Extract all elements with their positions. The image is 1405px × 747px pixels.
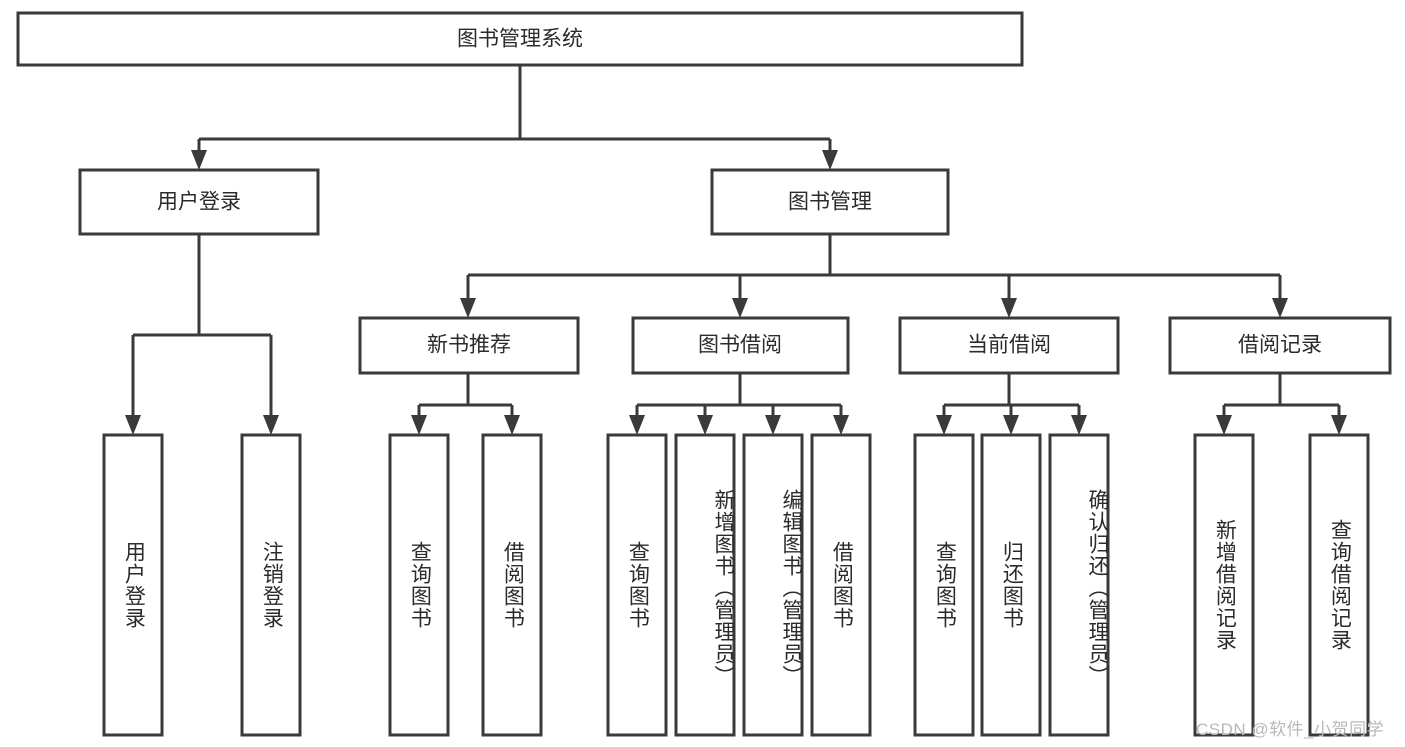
node-book-borrow[interactable]: 图书借阅 [631, 316, 850, 375]
node-leaf-confirm-return-label: 确认归还（管理员） [1086, 489, 1109, 687]
node-leaf-user-login-box[interactable] [102, 433, 164, 737]
node-user-login-label: 用户登录 [157, 191, 241, 214]
node-leaf-borrow-book-1-label: 借阅图书 [501, 541, 525, 629]
node-leaf-query-record-label: 查询借阅记录 [1328, 519, 1352, 651]
node-new-book-recommend-box[interactable] [358, 316, 580, 375]
node-user-login[interactable]: 用户登录 [78, 168, 320, 236]
node-leaf-query-book-1-label: 查询图书 [408, 541, 432, 629]
arrow-to-book-manage [822, 150, 838, 170]
node-leaf-return-book-box[interactable] [980, 433, 1042, 737]
node-borrow-record-box[interactable] [1168, 316, 1392, 375]
arrow-leaf-query-book-1 [411, 415, 427, 435]
arrow-leaf-query-record [1331, 415, 1347, 435]
arrow-leaf-add-record [1216, 415, 1232, 435]
connector-group-current-borrow [936, 373, 1087, 435]
connector-group-new-book-recommend [411, 373, 520, 435]
node-leaf-edit-book-box[interactable] [742, 433, 804, 737]
arrow-leaf-return-book [1003, 415, 1019, 435]
node-leaf-query-record-box[interactable] [1308, 433, 1370, 737]
node-leaf-query-book-1-box[interactable] [388, 433, 450, 737]
node-leaf-query-book-2-box[interactable] [606, 433, 668, 737]
connector-group-book-borrow [629, 373, 849, 435]
node-leaf-add-record-label: 新增借阅记录 [1213, 519, 1237, 651]
node-root-box[interactable] [16, 11, 1024, 67]
connector-group-borrow-record [1216, 373, 1347, 435]
node-leaf-user-logout-box[interactable] [240, 433, 302, 737]
node-leaf-borrow-book-2-box[interactable] [810, 433, 872, 737]
arrow-leaf-confirm-return [1071, 415, 1087, 435]
node-leaf-return-book-label: 归还图书 [1000, 541, 1024, 629]
node-book-manage-box[interactable] [710, 168, 950, 236]
arrow-leaf-borrow-book-2 [833, 415, 849, 435]
connector-group-book-manage [460, 234, 1288, 318]
node-leaf-query-book-3-label: 查询图书 [933, 541, 957, 629]
node-leaf-edit-book-label: 编辑图书（管理员） [780, 489, 803, 687]
arrow-leaf-edit-book [765, 415, 781, 435]
arrow-leaf-query-book-3 [936, 415, 952, 435]
node-leaf-query-book-2-label: 查询图书 [626, 541, 650, 629]
node-book-manage-label: 图书管理 [788, 191, 872, 214]
csdn-watermark: CSDN @软件_小贺同学 [1196, 720, 1385, 739]
node-current-borrow[interactable]: 当前借阅 [898, 316, 1120, 375]
node-leaf-user-logout-label: 注销登录 [260, 541, 284, 629]
node-root-label: 图书管理系统 [457, 28, 583, 51]
node-leaf-borrow-book-1-box[interactable] [481, 433, 543, 737]
node-new-book-recommend[interactable]: 新书推荐 [358, 316, 580, 375]
node-current-borrow-box[interactable] [898, 316, 1120, 375]
arrow-to-user-login [191, 150, 207, 170]
node-book-borrow-box[interactable] [631, 316, 850, 375]
node-borrow-record-label: 借阅记录 [1238, 334, 1322, 357]
node-leaf-borrow-book-2-label: 借阅图书 [830, 541, 854, 629]
arrow-to-current-borrow [1001, 298, 1017, 318]
arrow-leaf-add-book [697, 415, 713, 435]
node-borrow-record[interactable]: 借阅记录 [1168, 316, 1392, 375]
node-book-borrow-label: 图书借阅 [698, 334, 782, 357]
arrow-to-new-book-recommend [460, 298, 476, 318]
node-new-book-recommend-label: 新书推荐 [427, 334, 511, 357]
node-user-login-box[interactable] [78, 168, 320, 236]
arrow-leaf-user-login [125, 415, 141, 435]
node-leaf-add-record-box[interactable] [1193, 433, 1255, 737]
arrow-leaf-query-book-2 [629, 415, 645, 435]
node-leaf-confirm-return-box[interactable] [1048, 433, 1110, 737]
node-leaf-user-login-label: 用户登录 [122, 541, 146, 629]
node-leaf-add-book-label: 新增图书（管理员） [712, 489, 735, 687]
node-root[interactable]: 图书管理系统 [16, 11, 1024, 67]
connector-group-root [191, 65, 838, 170]
node-book-manage[interactable]: 图书管理 [710, 168, 950, 236]
connector-group-user-login [125, 234, 279, 435]
arrow-to-book-borrow [732, 298, 748, 318]
node-leaf-query-book-3-box[interactable] [913, 433, 975, 737]
arrow-leaf-borrow-book-1 [504, 415, 520, 435]
node-leaf-add-book-box[interactable] [674, 433, 736, 737]
arrow-to-borrow-record [1272, 298, 1288, 318]
arrow-leaf-user-logout [263, 415, 279, 435]
node-current-borrow-label: 当前借阅 [967, 334, 1051, 357]
